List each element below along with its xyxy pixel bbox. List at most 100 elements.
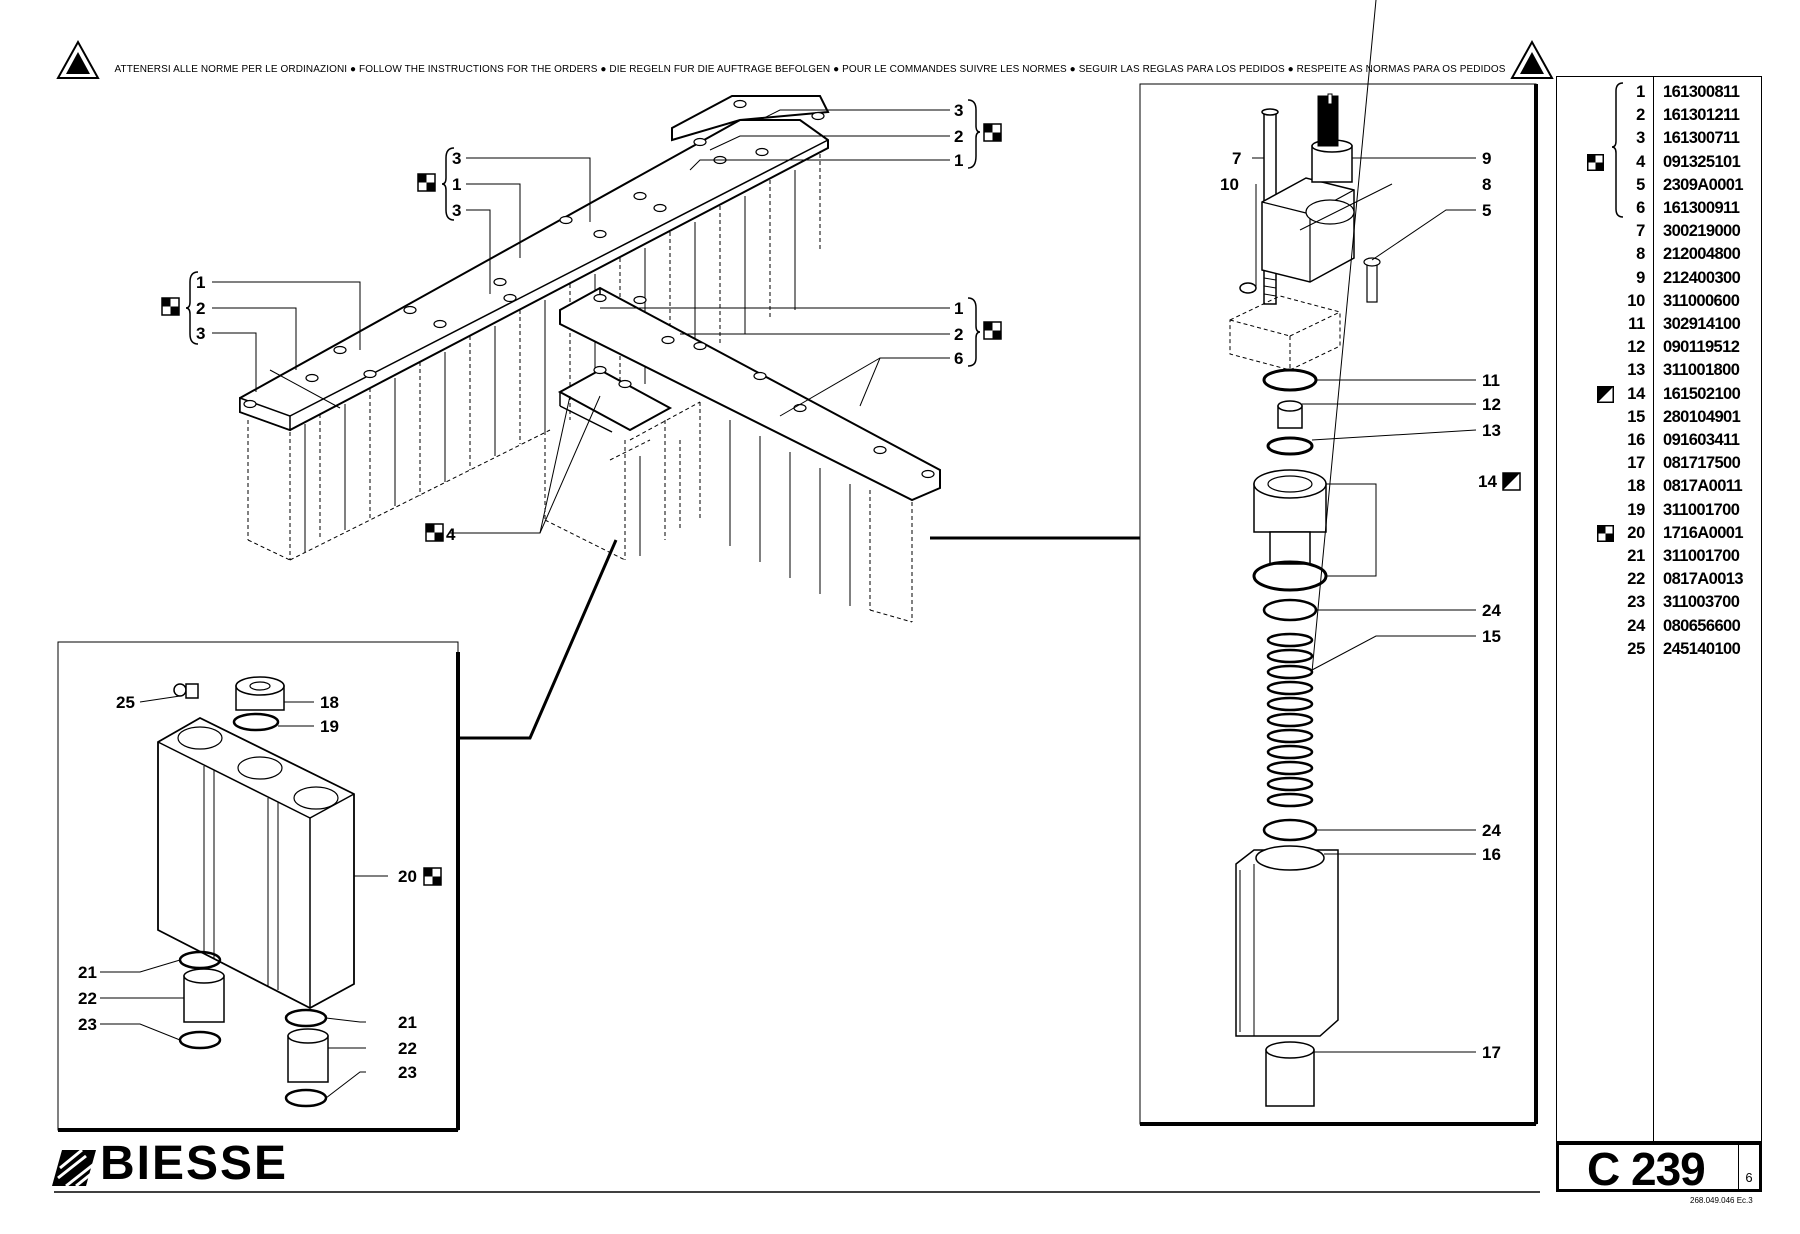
callout-label: 22 [78,989,97,1008]
part-code: 311001700 [1663,547,1740,565]
part-code: 161300911 [1663,199,1740,217]
part-code: 300219000 [1663,222,1741,241]
parts-row: 1 161300811 [1557,81,1763,104]
parts-row: 2 161301211 [1557,104,1763,127]
part-number: 5 [1636,175,1645,194]
callout-label: 11 [1482,371,1500,390]
part-code: 245140100 [1663,639,1741,658]
callout-label: 24 [1482,601,1501,620]
parts-row: 11 302914100 [1557,313,1763,336]
part-code: 161502100 [1663,384,1741,403]
part-number: 2 [1636,106,1645,125]
callout-label: 6 [954,349,963,368]
order-instructions-banner: ATTENERSI ALLE NORME PER LE ORDINAZIONI … [114,64,1506,75]
part-number: 1 [1636,83,1645,101]
callout-label: 12 [1482,395,1501,414]
parts-row: 4 091325101 [1557,151,1763,174]
part-code: 311000600 [1663,291,1740,310]
part-code: 161301211 [1663,106,1740,125]
part-number: 12 [1627,338,1645,357]
parts-row: 20 1716A0001 [1557,522,1763,545]
callout-label: 9 [1482,149,1491,168]
part-number: 16 [1627,431,1645,449]
callout-label: 2 [954,325,963,344]
part-number: 21 [1627,547,1645,565]
part-code: 302914100 [1663,315,1741,333]
block-leader-lines [100,695,388,1099]
part-number: 6 [1636,199,1645,217]
callout-label: 3 [452,149,461,168]
main-leader-lines [212,109,950,534]
callout-label: 19 [320,717,339,736]
part-number: 3 [1636,129,1645,148]
callout-label: 23 [398,1063,417,1082]
sheet-code-box: C 239 6 [1556,1142,1762,1195]
parts-row: 12 090119512 [1557,336,1763,359]
part-code: 280104901 [1663,407,1741,426]
parts-row: 25 245140100 [1557,638,1763,661]
part-number: 7 [1636,222,1645,241]
diagonal-mark-icon [1597,385,1614,403]
part-code: 161300811 [1663,83,1740,101]
callout-label: 21 [398,1013,417,1032]
callout-label: 25 [116,693,135,712]
warning-triangle-icon [56,39,100,79]
part-code: 0817A0011 [1663,477,1743,496]
part-code: 091325101 [1663,152,1741,171]
callout-labels: 3 2 1 3 1 3 1 2 3 1 2 6 4 7 10 9 8 5 11 … [78,101,1501,1082]
part-number: 11 [1628,315,1645,333]
valve-leader-lines [1252,0,1477,1053]
parts-row: 17 081717500 [1557,452,1763,475]
parts-column-divider [1653,77,1654,1141]
callout-label: 7 [1232,149,1241,168]
part-number: 23 [1627,593,1645,612]
callout-label: 24 [1482,821,1501,840]
part-number: 10 [1627,291,1645,310]
callout-label: 17 [1482,1043,1501,1062]
callout-label: 15 [1482,627,1501,646]
checker-mark-icon [1587,153,1604,171]
callout-label: 1 [954,151,963,170]
parts-group-bracket [1611,82,1624,218]
part-code: 080656600 [1663,616,1741,635]
part-number: 24 [1627,616,1645,635]
part-number: 25 [1627,639,1645,658]
sheet-page-number: 6 [1738,1145,1759,1189]
callout-label: 1 [954,299,963,318]
parts-row: 24 080656600 [1557,615,1763,638]
callout-label: 3 [452,201,461,220]
parts-row: 21 311001700 [1557,545,1763,568]
part-code: 0817A0013 [1663,570,1744,589]
part-code: 090119512 [1663,338,1740,357]
part-number: 20 [1627,523,1645,542]
callout-label: 2 [196,299,205,318]
part-code: 2309A0001 [1663,175,1744,194]
callout-label: 4 [446,525,456,544]
main-manifold-assembly [239,95,941,623]
biesse-logo-icon [52,1148,97,1188]
sheet-code: C 239 [1587,1143,1706,1195]
part-code: 311003700 [1663,593,1740,612]
callout-label: 13 [1482,421,1501,440]
callout-label: 22 [398,1039,417,1058]
callout-label: 2 [954,127,963,146]
part-number: 17 [1627,454,1645,473]
part-code: 311001800 [1663,361,1740,380]
brand-logo-text: BIESSE [100,1137,289,1190]
part-code: 1716A0001 [1663,523,1744,542]
callout-label: 20 [398,867,417,886]
part-number: 4 [1636,152,1645,171]
parts-row: 10 311000600 [1557,290,1763,313]
part-code: 081717500 [1663,454,1741,473]
block-detail-panel [57,641,460,1132]
callout-label: 23 [78,1015,97,1034]
parts-row: 5 2309A0001 [1557,174,1763,197]
